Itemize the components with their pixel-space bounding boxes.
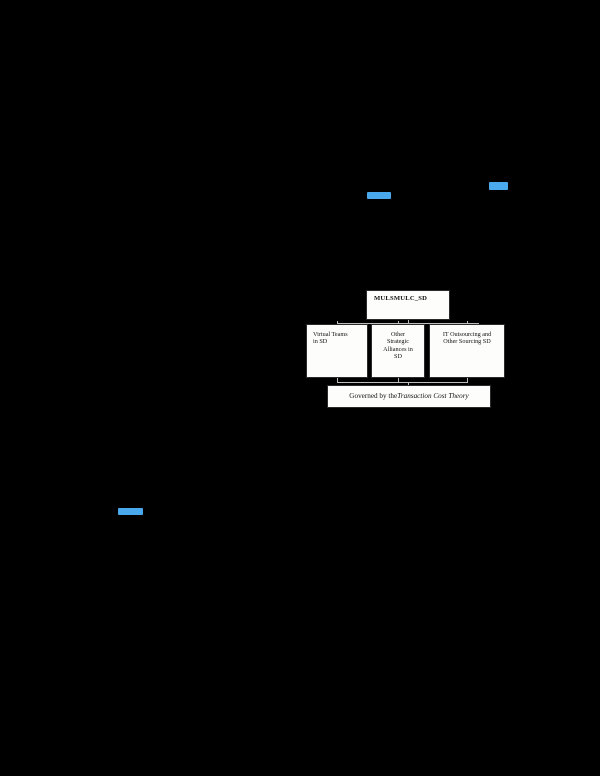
- diagram-node-root: MULSMULC_SD: [366, 290, 450, 320]
- connector-bus-upper: [337, 323, 479, 324]
- diagram-node-it-outsourcing: IT Outsourcing and Other Sourcing SD: [429, 324, 505, 378]
- highlight-artifact-upper-center: [367, 192, 391, 199]
- highlight-artifact-upper-right: [489, 182, 508, 190]
- connector-to-child-3: [467, 321, 468, 325]
- connector-to-child-1: [337, 321, 338, 325]
- connector-child-3-down: [467, 378, 468, 382]
- strategic-alliances-line-3: Alliances in: [383, 345, 413, 353]
- highlight-artifact-lower-left-text: [118, 508, 143, 509]
- highlight-artifact-upper-center-text: [367, 192, 391, 193]
- strategic-alliances-line-1: Other: [390, 331, 406, 338]
- it-outsourcing-line-1: IT Outsourcing and: [442, 331, 492, 338]
- connector-child-1-down: [337, 378, 338, 382]
- banner-prefix-text: Governed by the: [349, 392, 398, 401]
- virtual-teams-line-2: in SD: [313, 338, 328, 346]
- virtual-teams-line-1: Virtual Teams: [313, 331, 348, 338]
- connector-to-child-2: [398, 321, 399, 325]
- root-node-label: MULSMULC_SD: [374, 295, 428, 302]
- connector-banner-stem: [408, 382, 409, 385]
- connector-root-stem: [408, 320, 409, 324]
- highlight-artifact-lower-left: [118, 508, 143, 515]
- banner-emphasis-text: Transaction Cost Theory: [397, 392, 469, 401]
- highlight-artifact-upper-right-text: [489, 182, 508, 183]
- it-outsourcing-line-2: Other Sourcing SD: [443, 338, 491, 346]
- diagram-node-virtual-teams: Virtual Teams in SD: [306, 324, 368, 378]
- connector-child-2-down: [398, 378, 399, 382]
- diagram-node-governing-theory: Governed by the Transaction Cost Theory: [327, 385, 491, 408]
- strategic-alliances-line-4: SD: [394, 352, 402, 360]
- diagram-node-other-strategic-alliances: Other Strategic Alliances in SD: [371, 324, 425, 378]
- connector-bus-lower: [337, 382, 468, 383]
- strategic-alliances-line-2: Strategic: [387, 338, 409, 346]
